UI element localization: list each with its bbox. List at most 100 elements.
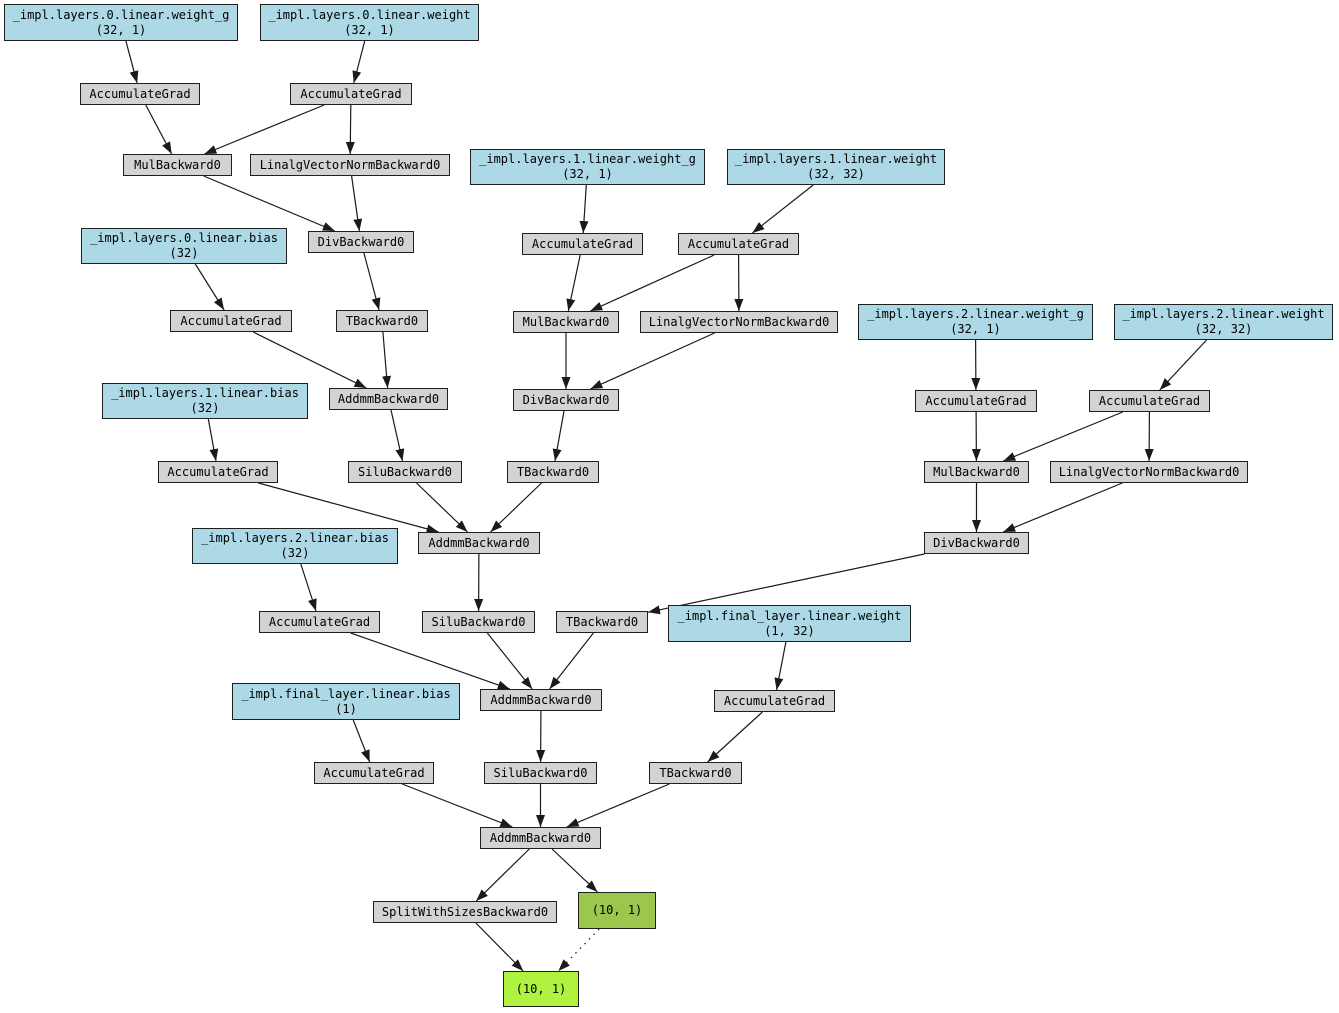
node-p0w-impl-layers-0-linear-weight: _impl.layers.0.linear.weight(32, 1) (260, 4, 479, 41)
edge-p2w-to-ag2w (1159, 339, 1208, 391)
node-ag1w-accumulategrad: AccumulateGrad (678, 233, 799, 255)
node-shape-label: (32, 32) (807, 167, 865, 181)
node-div2-divbackward0: DivBackward0 (924, 532, 1029, 554)
node-label: SiluBackward0 (493, 765, 588, 780)
node-label: _impl.final_layer.linear.bias (241, 686, 451, 701)
node-out-10-1: (10, 1) (503, 971, 579, 1007)
node-label: _impl.layers.2.linear.weight_g (867, 307, 1084, 321)
node-addmm1-addmmbackward0: AddmmBackward0 (418, 532, 540, 554)
node-shape-label: (32, 1) (562, 167, 613, 181)
edge-norm2-to-div2 (1002, 482, 1123, 533)
node-shape-label: (32) (190, 401, 220, 415)
node-p0g-impl-layers-0-linear-weight-g: _impl.layers.0.linear.weight_g(32, 1) (4, 4, 238, 41)
node-label: MulBackward0 (134, 157, 221, 172)
node-t3-tbackward0: TBackward0 (649, 762, 742, 784)
node-addmm2-addmmbackward0: AddmmBackward0 (480, 689, 602, 711)
edge-p1w-to-ag1w (752, 184, 814, 234)
edge-p0b-to-ag0b (194, 263, 225, 311)
node-label: AccumulateGrad (925, 393, 1027, 408)
edge-agfb-to-addmm3 (401, 783, 513, 828)
node-label: TBackward0 (516, 464, 590, 479)
node-label: _impl.layers.0.linear.weight (268, 7, 471, 22)
node-shape-label: (1, 32) (764, 623, 815, 638)
node-split-splitwithsizesbackward0: SplitWithSizesBackward0 (373, 901, 557, 923)
edge-p0g-to-ag0g (125, 40, 139, 84)
edge-ag2b-to-addmm2 (350, 632, 510, 690)
node-label: AddmmBackward0 (489, 830, 592, 845)
node-ag2b-accumulategrad: AccumulateGrad (259, 611, 380, 633)
node-ag0w-accumulategrad: AccumulateGrad (290, 83, 412, 105)
node-mul0-mulbackward0: MulBackward0 (123, 154, 232, 176)
node-label: AddmmBackward0 (428, 535, 530, 550)
node-silu1-silubackward0: SiluBackward0 (422, 611, 535, 633)
node-ag1g-accumulategrad: AccumulateGrad (522, 233, 643, 255)
node-p1w-impl-layers-1-linear-weight: _impl.layers.1.linear.weight(32, 32) (727, 149, 945, 185)
node-label: AccumulateGrad (268, 614, 371, 629)
node-label: AccumulateGrad (180, 313, 282, 328)
node-norm2-linalgvectornormbackward0: LinalgVectorNormBackward0 (1050, 461, 1248, 483)
node-label: TBackward0 (659, 765, 732, 780)
node-label: DivBackward0 (522, 392, 610, 407)
node-label: MulBackward0 (522, 314, 610, 329)
node-p2g-impl-layers-2-linear-weight-g: _impl.layers.2.linear.weight_g(32, 1) (858, 304, 1093, 340)
edge-out_view-to-out (557, 928, 600, 972)
edge-split-to-out (475, 922, 524, 972)
edge-t1-to-addmm1 (490, 482, 542, 533)
node-mul1-mulbackward0: MulBackward0 (513, 311, 619, 333)
node-t0-tbackward0: TBackward0 (336, 310, 428, 332)
edge-p2b-to-ag2b (300, 563, 317, 612)
node-agfb-accumulategrad: AccumulateGrad (314, 762, 434, 784)
node-shape-label: (1) (335, 701, 357, 716)
edge-ag2w-to-mul2 (1003, 411, 1123, 462)
node-p2w-impl-layers-2-linear-weight: _impl.layers.2.linear.weight(32, 32) (1114, 304, 1333, 340)
node-silu2-silubackward0: SiluBackward0 (484, 762, 597, 784)
node-label: MulBackward0 (933, 464, 1020, 479)
node-label: AccumulateGrad (1098, 393, 1201, 408)
node-label: SiluBackward0 (358, 464, 452, 479)
node-out_view-10-1: (10, 1) (578, 892, 656, 929)
node-p2b-impl-layers-2-linear-bias: _impl.layers.2.linear.bias(32) (192, 528, 398, 564)
node-label: AccumulateGrad (167, 464, 269, 479)
node-addmm3-addmmbackward0: AddmmBackward0 (480, 827, 601, 849)
node-label: AccumulateGrad (89, 86, 191, 101)
node-silu0-silubackward0: SiluBackward0 (348, 461, 462, 483)
edge-ag0w-to-norm0 (345, 104, 355, 155)
node-label: AccumulateGrad (300, 86, 402, 101)
node-p1b-impl-layers-1-linear-bias: _impl.layers.1.linear.bias(32) (102, 383, 308, 419)
edge-ag1w-to-mul1 (590, 254, 715, 312)
node-label: _impl.layers.1.linear.bias (111, 386, 299, 400)
node-shape-label: (32, 32) (1194, 322, 1253, 336)
node-label: LinalgVectorNormBackward0 (648, 314, 830, 329)
node-label: AddmmBackward0 (490, 692, 592, 707)
edge-ag1g-to-mul1 (566, 254, 581, 312)
node-agfw-accumulategrad: AccumulateGrad (714, 690, 835, 712)
edge-p1g-to-ag1g (579, 184, 589, 234)
node-p0b-impl-layers-0-linear-bias: _impl.layers.0.linear.bias(32) (81, 228, 287, 264)
node-p1g-impl-layers-1-linear-weight-g: _impl.layers.1.linear.weight_g(32, 1) (470, 149, 705, 185)
edge-addmm3-to-split (475, 848, 530, 902)
node-label: _impl.layers.2.linear.weight (1122, 307, 1325, 321)
edge-div1-to-t1 (552, 410, 565, 462)
node-shape-label: (32, 1) (950, 322, 1001, 336)
node-label: _impl.layers.2.linear.bias (201, 531, 389, 545)
node-label: DivBackward0 (317, 234, 405, 249)
node-label: AccumulateGrad (531, 236, 634, 251)
edge-t2-to-addmm2 (549, 632, 594, 690)
edge-addmm0-to-silu0 (390, 409, 405, 462)
node-label: _impl.layers.1.linear.weight_g (479, 152, 696, 166)
node-label: _impl.final_layer.linear.weight (677, 608, 902, 623)
node-label: TBackward0 (345, 313, 419, 328)
node-ag2g-accumulategrad: AccumulateGrad (915, 390, 1037, 412)
edge-div0-to-t0 (363, 252, 381, 311)
node-ag1b-accumulategrad: AccumulateGrad (158, 461, 278, 483)
edge-t3-to-addmm3 (566, 783, 670, 828)
node-t1-tbackward0: TBackward0 (507, 461, 599, 483)
node-label: SplitWithSizesBackward0 (381, 904, 549, 919)
node-label: (10, 1) (591, 903, 643, 917)
node-mul2-mulbackward0: MulBackward0 (924, 461, 1029, 483)
edge-ag0g-to-mul0 (145, 104, 173, 155)
edge-t0-to-addmm0 (382, 331, 392, 389)
edge-agfw-to-t3 (707, 711, 763, 763)
node-label: AccumulateGrad (687, 236, 790, 251)
